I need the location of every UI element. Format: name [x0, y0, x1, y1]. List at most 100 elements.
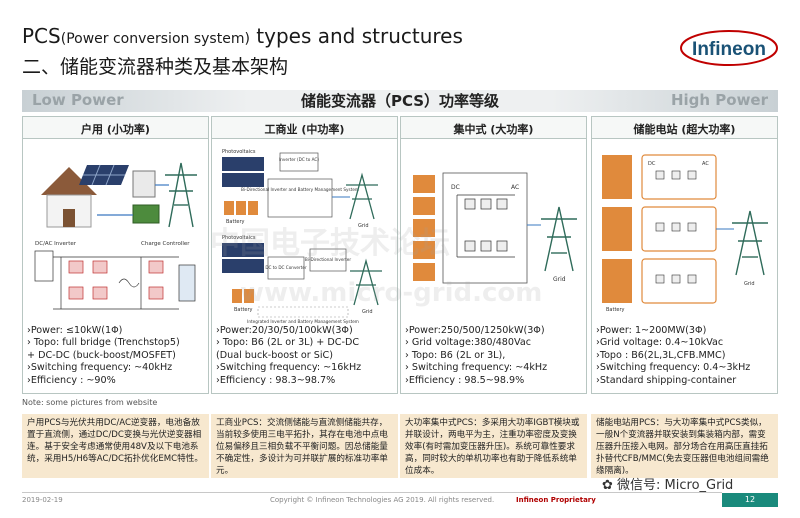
low-power-label: Low Power	[32, 91, 124, 109]
ac-label: AC	[511, 184, 519, 191]
bidirectional-inverter-label-2: Bi-Directional Inverter	[305, 257, 351, 262]
logo-text: Infineon	[692, 39, 766, 60]
battery-label-2: Battery	[234, 307, 253, 313]
watermark-text: 中国电子技术论坛	[210, 226, 450, 261]
spec-line: ›Topo : B6(2L,3L,CFB.MMC)	[596, 349, 726, 361]
dcac-inverter-label: DC/AC Inverter	[35, 241, 77, 247]
footer-date: 2019-02-19	[22, 496, 63, 504]
grid-label: Grid	[744, 281, 755, 287]
bidirectional-inverter-box	[267, 178, 333, 218]
dc-label: DC	[648, 161, 656, 167]
spec-line: › Topo: B6 (2L or 3L),	[405, 349, 506, 361]
inverter-icon	[132, 170, 156, 198]
footer-proprietary: Infineon Proprietary	[516, 496, 596, 504]
spec-line: ›Switching frequency: ~16kHz	[216, 362, 362, 374]
circuit-schematic	[34, 250, 196, 310]
battery-label: Battery	[226, 219, 245, 225]
utility-diagram: Battery DC AC Grid	[602, 154, 768, 313]
infineon-logo: Infineon	[680, 30, 778, 66]
grid-label-2: Grid	[362, 309, 373, 315]
page-number: 12	[722, 493, 778, 507]
spec-line: › Topo: full bridge (Trenchstop5)	[27, 337, 180, 349]
column-centralized: 集中式 (大功率) DC AC Grid ›Power:250/500/1250…	[400, 116, 587, 394]
description-centralized: 大功率集中式PCS：多采用大功率IGBT模块或并联设计，两电平为主，注重功率密度…	[400, 414, 587, 478]
residential-diagram: DC/AC Inverter Charge Controller	[34, 162, 197, 310]
column-residential: 户用 (小功率) DC/AC Inverter Charge Controlle…	[22, 116, 209, 394]
inverter-label: Inverter (DC to AC)	[279, 157, 319, 162]
title-paren: (Power conversion system)	[60, 31, 250, 47]
spec-line: ›Power: 1~200MW(3Φ)	[596, 325, 707, 336]
battery-icon	[232, 289, 254, 303]
battery-rack-icon	[413, 175, 435, 281]
battery-rack-icon	[602, 155, 632, 303]
page-title: PCS(Power conversion system) types and s…	[22, 24, 463, 48]
column-title: 户用 (小功率)	[23, 117, 208, 139]
column-utility: 储能电站 (超大功率) Battery DC AC Grid ›Pow	[591, 116, 778, 394]
watermark-url: www.micro-grid.com	[240, 278, 543, 308]
spec-line: ›Switching frequency: 0.4~3kHz	[596, 362, 751, 374]
spec-list: ›Power: 1~200MW(3Φ) ›Grid voltage: 0.4~1…	[596, 325, 750, 387]
centralized-diagram: DC AC Grid	[413, 172, 577, 284]
spec-line: ›Switching frequency: ~40kHz	[27, 362, 173, 374]
spec-line: ›Power: ≤10kW(1Φ)	[27, 325, 123, 336]
banner-title: 储能变流器（PCS）功率等级	[300, 92, 500, 110]
description-utility: 储能电站用PCS：与大功率集中式PCS类似，一般N个变流器并联安装到集装箱内部，…	[591, 414, 778, 478]
battery-icon	[224, 201, 258, 215]
dcdc-converter-box	[267, 256, 305, 280]
solar-panel-icon	[222, 243, 264, 273]
photovoltaics-label: Photovoltaics	[222, 149, 256, 155]
solar-panel-icon	[222, 157, 264, 187]
grid-label: Grid	[358, 223, 369, 229]
commercial-diagram: Photovoltaics Inverter (DC to AC) Bi-Dir…	[222, 149, 382, 324]
wechat-icon: ✿	[602, 478, 618, 493]
spec-line: › Topo: B6 (2L or 3L) + DC-DC	[216, 337, 360, 349]
spec-list: ›Power: ≤10kW(1Φ) › Topo: full bridge (T…	[27, 325, 180, 387]
description-residential: 户用PCS与光伏共用DC/AC逆变器，电池备放置于直流侧，通过DC/DC变换与光…	[22, 414, 209, 478]
integrated-label: Integrated Inverter and Battery Manageme…	[247, 319, 359, 324]
grid-pylon-icon	[346, 172, 378, 220]
high-power-label: High Power	[670, 91, 768, 109]
grid-pylon-icon	[165, 162, 197, 228]
spec-line: ›Efficiency : 98.3~98.7%	[216, 374, 336, 386]
description-commercial: 工商业PCS：交流侧储能与直流侧储能共存，当前较多使用三电平拓扑，其存在电池中点…	[211, 414, 398, 478]
wechat-watermark: ✿ 微信号: Micro_Grid	[602, 474, 733, 493]
battery-label: Battery	[606, 307, 625, 313]
spec-line: ›Efficiency : ~90%	[27, 374, 116, 386]
spec-line: ›Grid voltage: 0.4~10kVac	[596, 337, 724, 349]
solar-panel-icon	[79, 164, 129, 186]
spec-line: › Switching frequency: ~4kHz	[405, 362, 548, 374]
house-roof-icon	[41, 167, 97, 195]
spec-list: ›Power:20/30/50/100kW(3Φ) › Topo: B6 (2L…	[216, 325, 361, 387]
column-title: 工商业 (中功率)	[212, 117, 397, 139]
spec-line: ›Standard shipping-container	[596, 374, 737, 386]
battery-icon	[132, 204, 160, 224]
charge-controller-label: Charge Controller	[141, 241, 190, 247]
spec-line: + DC-DC (buck-boost/MOSFET)	[27, 349, 176, 361]
source-note: Note: some pictures from website	[22, 398, 158, 407]
footer-copyright: Copyright © Infineon Technologies AG 201…	[270, 496, 495, 504]
bidirectional-inverter-label: Bi-Directional Inverter and Battery Mana…	[241, 187, 359, 192]
page-subtitle: 二、储能变流器种类及基本架构	[22, 56, 289, 78]
spec-line: ›Power:250/500/1250kW(3Φ)	[405, 325, 545, 336]
b6-bridge-schematic	[456, 194, 515, 258]
power-level-banner: Low Power 储能变流器（PCS）功率等级 High Power	[22, 90, 778, 112]
inverter-box	[279, 152, 319, 172]
grid-pylon-icon	[541, 206, 577, 272]
title-prefix: PCS	[22, 24, 61, 48]
grid-label: Grid	[553, 276, 566, 283]
title-suffix: types and structures	[249, 24, 463, 48]
spec-line: (Dual buck-boost or SiC)	[216, 349, 333, 361]
spec-list: ›Power:250/500/1250kW(3Φ) › Grid voltage…	[405, 325, 547, 387]
photovoltaics-label-2: Photovoltaics	[222, 235, 256, 241]
column-title: 集中式 (大功率)	[401, 117, 586, 139]
spec-line: › Grid voltage:380/480Vac	[405, 337, 531, 349]
spec-line: ›Efficiency : 98.5~98.9%	[405, 374, 525, 386]
grid-pylon-icon	[732, 210, 768, 276]
bidirectional-inverter-box-2	[309, 248, 347, 272]
dc-label: DC	[451, 184, 460, 191]
ac-label: AC	[702, 161, 709, 167]
column-commercial: 工商业 (中功率) Photovoltaics Inverter (DC to …	[211, 116, 398, 394]
footer-divider	[22, 492, 722, 493]
dcdc-converter-label: DC to DC Converter	[265, 265, 307, 270]
grid-pylon-icon	[350, 258, 382, 306]
